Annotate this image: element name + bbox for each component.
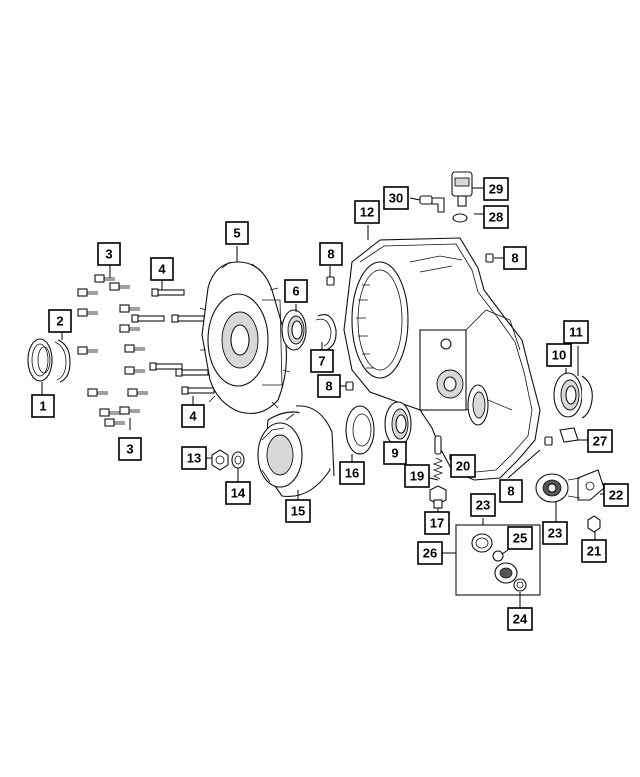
part-30-fitting — [419, 195, 445, 213]
svg-text:4: 4 — [158, 262, 166, 277]
svg-text:29: 29 — [489, 182, 503, 197]
part-27-key — [559, 427, 579, 443]
callout-23-b: 23 — [542, 521, 568, 545]
callout-25: 25 — [507, 526, 533, 550]
svg-text:2: 2 — [56, 314, 63, 329]
svg-text:11: 11 — [569, 325, 583, 340]
callout-15: 15 — [285, 499, 311, 523]
part-3-bolts-lower — [87, 344, 148, 427]
svg-text:4: 4 — [189, 409, 197, 424]
callout-8-a: 8 — [319, 242, 343, 266]
svg-text:8: 8 — [327, 247, 334, 262]
callout-14: 14 — [225, 481, 251, 505]
callout-4-upper: 4 — [150, 257, 174, 281]
callout-28: 28 — [483, 205, 509, 229]
part-19-spring — [432, 457, 444, 480]
callout-8-c: 8 — [503, 246, 527, 270]
callout-24: 24 — [507, 607, 533, 631]
callout-1: 1 — [31, 394, 55, 418]
svg-text:24: 24 — [513, 612, 528, 627]
part-11-snap-ring — [581, 375, 593, 419]
part-29-sensor — [451, 171, 473, 207]
svg-text:8: 8 — [511, 251, 518, 266]
svg-text:5: 5 — [233, 226, 240, 241]
svg-text:8: 8 — [325, 379, 332, 394]
callout-4-lower: 4 — [181, 404, 205, 428]
part-5-front-case — [199, 261, 291, 415]
part-2-snap-ring — [54, 339, 71, 383]
svg-text:15: 15 — [291, 504, 305, 519]
part-16-seal — [345, 405, 375, 455]
svg-text:30: 30 — [389, 191, 403, 206]
svg-text:20: 20 — [456, 459, 470, 474]
callout-27: 27 — [587, 429, 613, 453]
svg-text:6: 6 — [292, 284, 299, 299]
svg-text:10: 10 — [552, 348, 566, 363]
callout-23-a: 23 — [470, 493, 496, 517]
svg-text:13: 13 — [187, 451, 201, 466]
part-15-pump — [257, 405, 335, 498]
callout-21: 21 — [581, 539, 607, 563]
part-21-bolt — [587, 515, 601, 533]
part-9-seal — [384, 401, 412, 447]
callout-3-lower: 3 — [118, 437, 142, 461]
part-6-seal — [281, 309, 307, 351]
callout-7: 7 — [310, 349, 334, 373]
svg-text:25: 25 — [513, 531, 527, 546]
part-14-washer — [231, 451, 245, 469]
svg-text:1: 1 — [39, 399, 46, 414]
callout-13: 13 — [181, 446, 207, 470]
callout-22: 22 — [603, 483, 629, 507]
callout-29: 29 — [483, 177, 509, 201]
svg-text:16: 16 — [345, 466, 359, 481]
svg-text:19: 19 — [410, 469, 424, 484]
callout-11: 11 — [563, 320, 589, 344]
callout-30: 30 — [383, 186, 409, 210]
svg-text:12: 12 — [360, 205, 374, 220]
svg-text:21: 21 — [587, 544, 601, 559]
svg-text:23: 23 — [476, 498, 490, 513]
part-12-main-housing — [343, 237, 541, 481]
svg-text:26: 26 — [423, 546, 437, 561]
part-1-seal — [27, 338, 53, 382]
svg-text:23: 23 — [548, 526, 562, 541]
part-7-retaining-ring — [315, 314, 337, 351]
callout-17: 17 — [424, 511, 450, 535]
callout-12: 12 — [354, 200, 380, 224]
part-17-plug — [429, 485, 447, 509]
callout-8-d: 8 — [499, 479, 523, 503]
callout-26: 26 — [417, 541, 443, 565]
callout-20: 20 — [450, 454, 476, 478]
svg-text:8: 8 — [507, 484, 514, 499]
callout-6: 6 — [284, 279, 308, 303]
leader-lines — [41, 187, 604, 608]
callout-9: 9 — [383, 441, 407, 465]
svg-text:27: 27 — [593, 434, 607, 449]
callout-2: 2 — [48, 309, 72, 333]
part-4-studs — [131, 288, 215, 395]
callout-10: 10 — [546, 343, 572, 367]
callout-16: 16 — [339, 461, 365, 485]
callout-3-upper: 3 — [97, 242, 121, 266]
svg-text:28: 28 — [489, 210, 503, 225]
callout-8-b: 8 — [317, 374, 341, 398]
svg-text:14: 14 — [231, 486, 246, 501]
callout-5: 5 — [225, 221, 249, 245]
svg-text:3: 3 — [126, 442, 133, 457]
svg-text:3: 3 — [105, 247, 112, 262]
callout-19: 19 — [404, 464, 430, 488]
part-28-o-ring — [452, 213, 468, 223]
svg-text:22: 22 — [609, 488, 623, 503]
part-20-pin — [434, 435, 442, 455]
svg-text:17: 17 — [430, 516, 444, 531]
part-10-bearing — [553, 372, 583, 418]
part-13-nut — [211, 449, 229, 471]
part-22-bracket — [577, 469, 605, 501]
part-23-bearing-assembly — [535, 473, 581, 503]
part-3-bolts-upper — [77, 274, 140, 355]
svg-text:7: 7 — [318, 354, 325, 369]
svg-text:9: 9 — [391, 446, 398, 461]
